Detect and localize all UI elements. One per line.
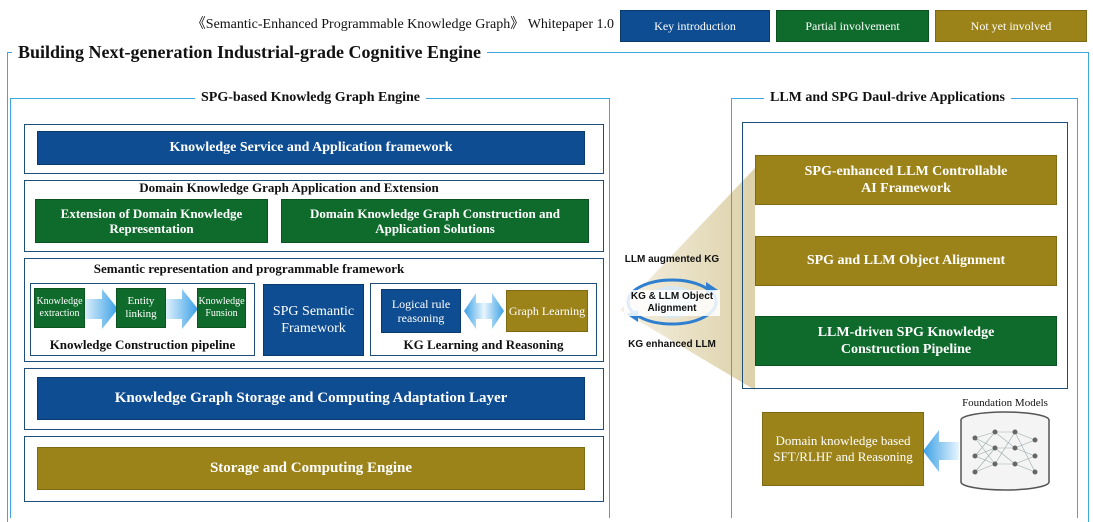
foundation-models-label: Foundation Models xyxy=(962,397,1048,409)
connection-cone xyxy=(620,168,755,390)
legend-not-yet-involved: Not yet involved xyxy=(935,10,1087,42)
llm-driven-pipeline-box: LLM-driven SPG Knowledge Construction Pi… xyxy=(755,316,1057,366)
semantic-section-title: Semantic representation and programmable… xyxy=(93,261,405,276)
pipeline-label: Knowledge Construction pipeline xyxy=(49,337,236,352)
pipeline-arrows xyxy=(82,289,198,329)
pipeline-group xyxy=(30,283,255,356)
graph-learning-box: Graph Learning xyxy=(506,290,588,332)
llm-apps-section xyxy=(742,122,1068,389)
foundation-model-icon xyxy=(960,411,1050,491)
semantic-section xyxy=(24,258,604,362)
domain-sft-box: Domain knowledge based SFT/RLHF and Reas… xyxy=(762,412,924,486)
outer-frame xyxy=(7,52,1089,522)
extension-box: Extension of Domain Knowledge Representa… xyxy=(35,199,268,243)
llm-augmented-kg-label: LLM augmented KG xyxy=(624,253,720,265)
kg-enhanced-llm-label: KG enhanced LLM xyxy=(628,338,716,350)
spg-framework-box: SPG Semantic Framework xyxy=(263,284,364,356)
bidirectional-arrow-icon xyxy=(464,293,504,329)
storage-engine-box: Storage and Computing Engine xyxy=(37,447,585,490)
kg-learning-label: KG Learning and Reasoning xyxy=(403,337,564,352)
pipeline-step-extraction: Knowledge extraction xyxy=(34,288,85,328)
knowledge-service-box: Knowledge Service and Application framew… xyxy=(37,131,585,165)
main-title: Building Next-generation Industrial-grad… xyxy=(12,41,488,63)
spg-enhanced-llm-box: SPG-enhanced LLM Controllable AI Framewo… xyxy=(755,155,1057,205)
domain-section xyxy=(24,180,604,252)
legend-partial-involvement: Partial involvement xyxy=(776,10,929,42)
knowledge-service-section xyxy=(24,124,604,174)
kg-llm-alignment-label: KG & LLM Object Alignment xyxy=(624,290,720,316)
right-panel-title: LLM and SPG Daul-drive Applications xyxy=(764,89,1011,107)
pipeline-step-fusion: Knowledge Funsion xyxy=(197,288,246,328)
storage-adaptation-section xyxy=(24,368,604,430)
legend-key-introduction: Key introduction xyxy=(620,10,770,42)
domain-section-title: Domain Knowledge Graph Application and E… xyxy=(139,180,439,195)
whitepaper-title: 《Semantic-Enhanced Programmable Knowledg… xyxy=(191,17,614,32)
logical-rule-box: Logical rule reasoning xyxy=(381,289,461,333)
pipeline-step-entity-linking: Entity linking xyxy=(116,288,166,328)
object-alignment-box: SPG and LLM Object Alignment xyxy=(755,236,1057,286)
storage-adaptation-box: Knowledge Graph Storage and Computing Ad… xyxy=(37,377,585,420)
left-panel-title: SPG-based Knowledg Graph Engine xyxy=(195,89,426,107)
storage-engine-section xyxy=(24,436,604,502)
kg-learning-group xyxy=(370,283,597,356)
construction-box: Domain Knowledge Graph Construction and … xyxy=(281,199,589,243)
arrow-left-icon xyxy=(923,430,959,472)
